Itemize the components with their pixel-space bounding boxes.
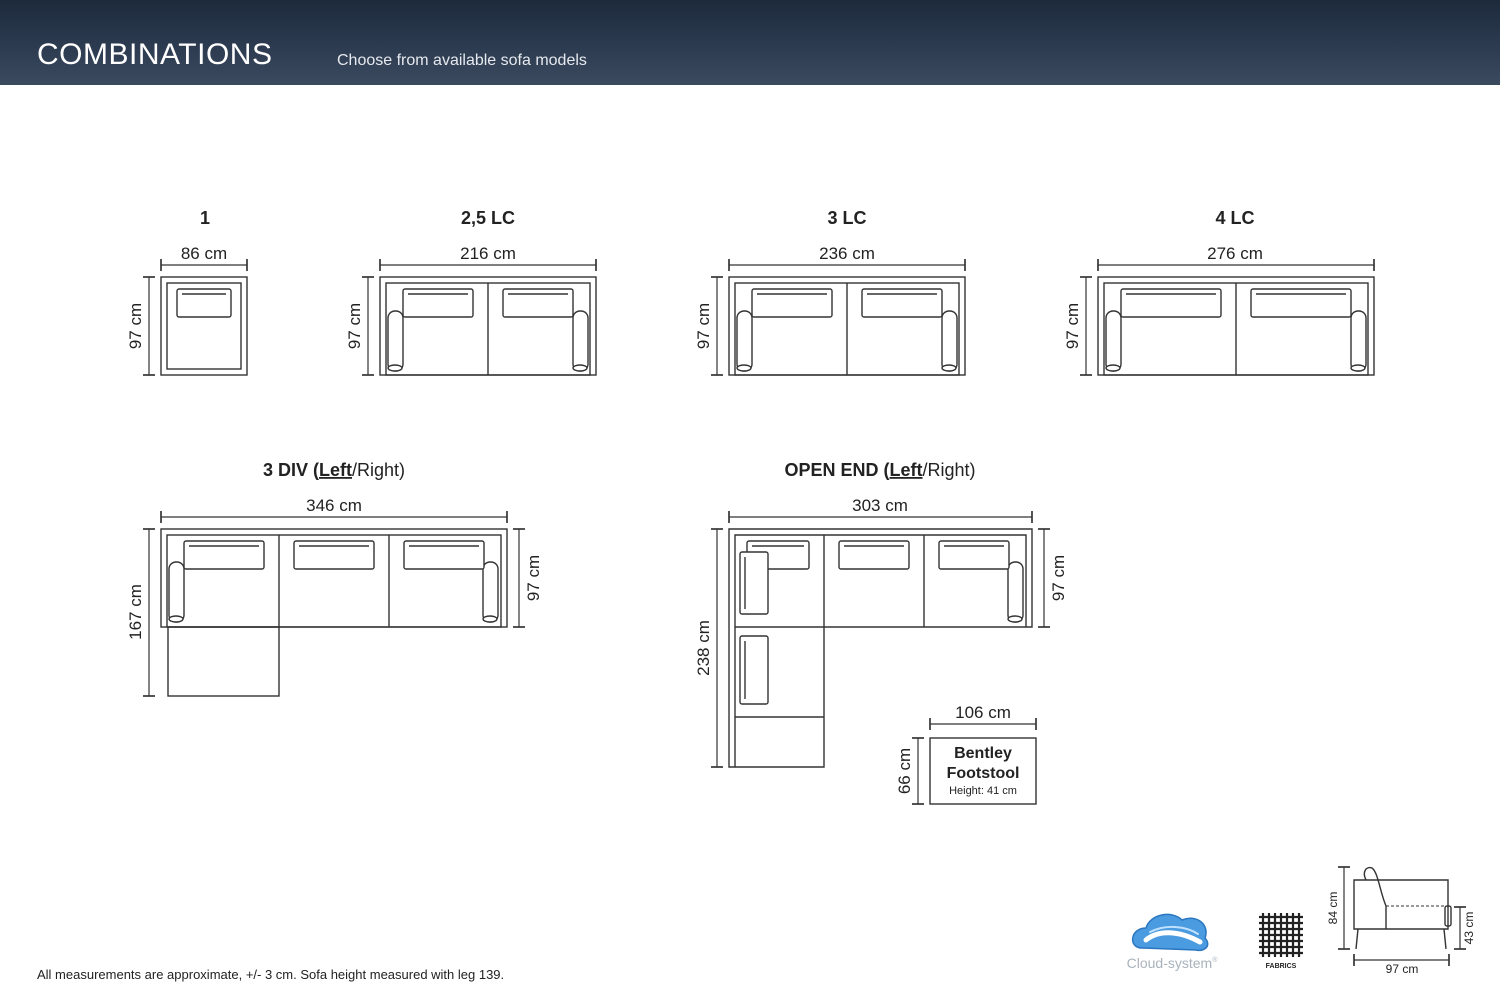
model-3-div-title: 3 DIV (Left/Right) xyxy=(263,460,405,480)
model-4-lc-width-label: 276 cm xyxy=(1207,244,1263,263)
model-open-end: OPEN END (Left/Right) 303 cm 238 cm 97 c… xyxy=(694,460,1068,768)
model-3-lc-depth-label: 97 cm xyxy=(694,303,713,349)
model-3-lc: 3 LC 236 cm 97 cm xyxy=(694,208,966,376)
model-4-lc: 4 LC 276 cm 97 cm xyxy=(1063,208,1375,376)
model-open-end-chaise-depth-label: 238 cm xyxy=(694,620,713,676)
footstool-name-line2: Footstool xyxy=(947,765,1020,782)
side-view-height-label: 84 cm xyxy=(1326,892,1340,925)
model-3-div: 3 DIV (Left/Right) 346 cm 167 cm 97 cm xyxy=(126,460,543,697)
page-subtitle: Choose from available sofa models xyxy=(337,52,587,69)
footstool-name-line1: Bentley xyxy=(954,745,1012,762)
footstool: 106 cm 66 cm Bentley Footstool Height: 4… xyxy=(895,703,1037,805)
model-1-width-label: 86 cm xyxy=(181,244,227,263)
side-view-depth-label: 97 cm xyxy=(1386,962,1419,976)
model-1-outline xyxy=(160,276,248,376)
footstool-height-label: Height: 41 cm xyxy=(949,785,1017,797)
cloud-logo-label: Cloud-system® xyxy=(1127,955,1219,971)
model-2-5-lc-title: 2,5 LC xyxy=(461,208,515,228)
model-open-end-depth-label: 97 cm xyxy=(1049,555,1068,601)
model-1-cushion xyxy=(176,288,232,318)
model-4-lc-depth-label: 97 cm xyxy=(1063,303,1082,349)
header-banner: COMBINATIONS Choose from available sofa … xyxy=(0,0,1500,85)
model-open-end-title: OPEN END (Left/Right) xyxy=(784,460,975,480)
model-2-5-lc-width-label: 216 cm xyxy=(460,244,516,263)
model-1: 1 86 cm 97 cm xyxy=(126,208,248,376)
model-2-5-lc-depth-label: 97 cm xyxy=(345,303,364,349)
model-1-seat xyxy=(166,282,242,370)
footstool-width-label: 106 cm xyxy=(955,703,1011,722)
model-2-5-lc-arm-right xyxy=(572,310,589,372)
model-2-5-lc: 2,5 LC 216 cm 97 cm xyxy=(345,208,597,376)
footstool-depth-label: 66 cm xyxy=(895,748,914,794)
model-open-end-width-label: 303 cm xyxy=(852,496,908,515)
model-3-div-depth-label: 97 cm xyxy=(524,555,543,601)
model-2-5-lc-arm-left xyxy=(387,310,404,372)
page-title: COMBINATIONS xyxy=(37,38,273,71)
model-1-depth-label: 97 cm xyxy=(126,303,145,349)
model-3-div-chaise-depth-label: 167 cm xyxy=(126,584,145,640)
side-view: 84 cm 43 cm 97 cm xyxy=(1326,866,1476,976)
cloud-logo-icon: Cloud-system® xyxy=(1127,913,1219,971)
model-3-div-width-label: 346 cm xyxy=(306,496,362,515)
footnote: All measurements are approximate, +/- 3 … xyxy=(37,967,505,982)
model-3-div-chaise xyxy=(167,626,280,697)
side-view-seat-height-label: 43 cm xyxy=(1462,912,1476,945)
model-3-lc-width-label: 236 cm xyxy=(819,244,875,263)
model-1-title: 1 xyxy=(200,208,210,228)
footstool-outline xyxy=(929,737,1037,805)
fabrics-label: FABRICS xyxy=(1266,963,1297,970)
model-4-lc-title: 4 LC xyxy=(1215,208,1254,228)
fabric-grid-icon: FABRICS xyxy=(1259,913,1303,970)
model-3-lc-title: 3 LC xyxy=(827,208,866,228)
